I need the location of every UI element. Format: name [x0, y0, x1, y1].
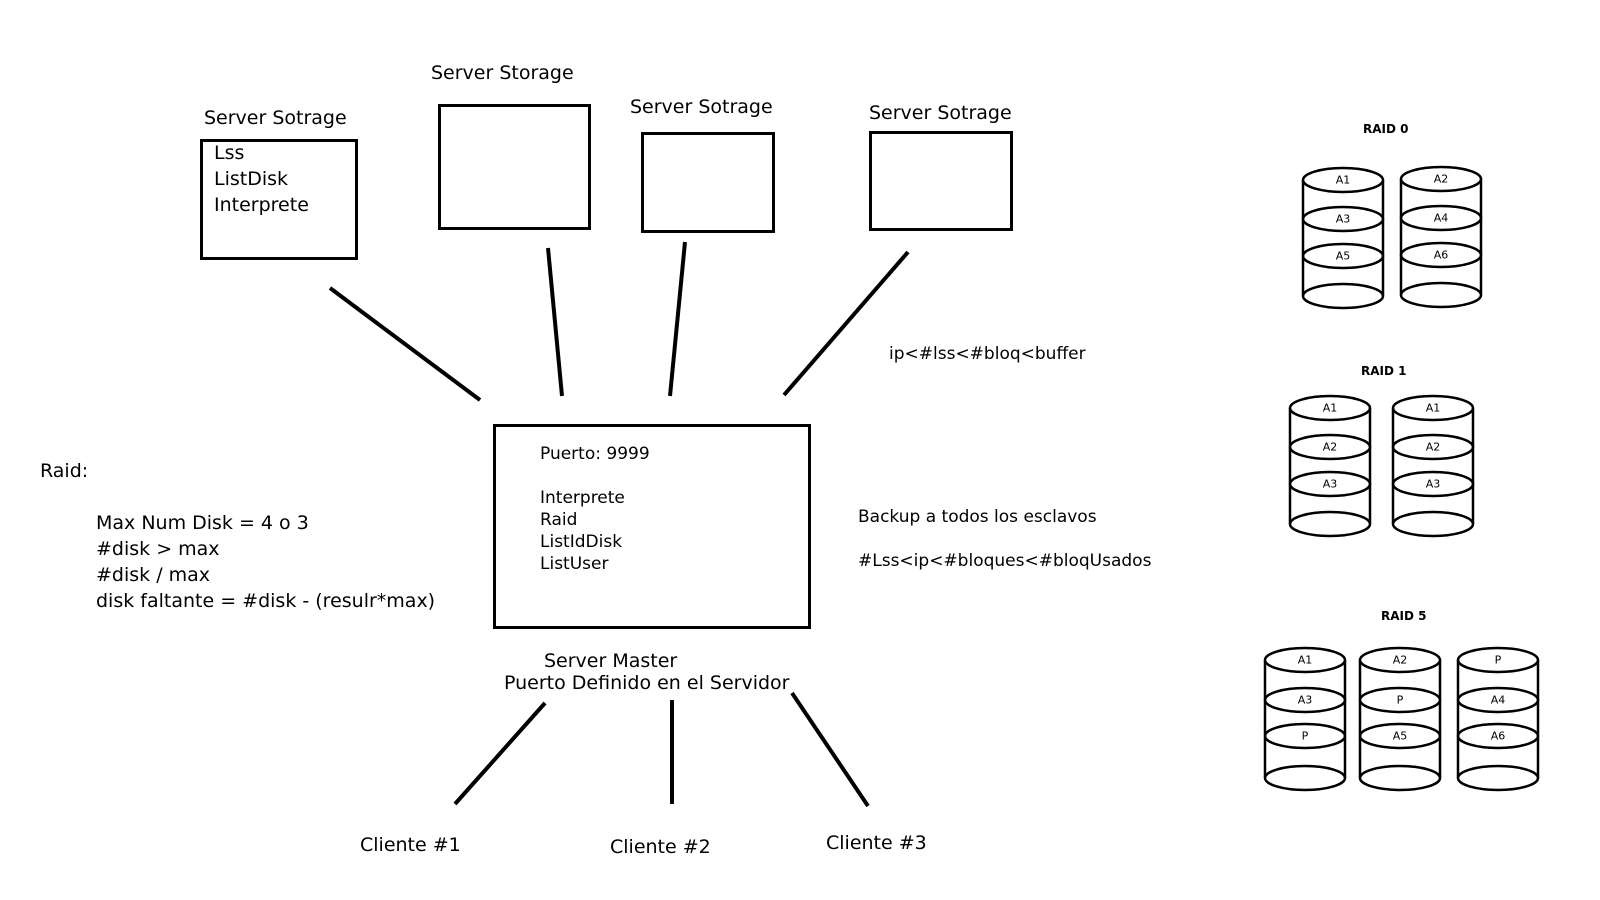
raid-note-line: disk faltante = #disk - (resulr*max) — [96, 590, 436, 612]
disk-cylinder — [1358, 646, 1442, 792]
disk-block-label: A3 — [1322, 477, 1338, 491]
disk-block-label: A2 — [1433, 172, 1449, 186]
link-storage-3 — [668, 241, 687, 397]
master-item: Interprete — [540, 488, 625, 508]
disk-block-label: A3 — [1297, 693, 1313, 707]
disk-block-label: P — [1301, 729, 1309, 743]
storage-server-4-title: Server Sotrage — [869, 102, 1012, 124]
link-storage-2 — [546, 247, 564, 397]
disk-block-label: A1 — [1335, 173, 1351, 187]
disk-cylinder — [1391, 394, 1475, 538]
raid-5-title: RAID 5 — [1381, 609, 1427, 623]
disk-cylinder — [1288, 394, 1372, 538]
storage-server-1-item: Lss — [214, 142, 245, 164]
disk-cylinder — [1301, 166, 1385, 310]
storage-server-2-box — [438, 104, 591, 230]
disk-block-label: A1 — [1297, 653, 1313, 667]
link-client-3 — [790, 691, 870, 808]
raid-0-title: RAID 0 — [1363, 122, 1409, 136]
storage-format-note: ip<#lss<#bloq<buffer — [889, 344, 1086, 364]
client-2-label: Cliente #2 — [610, 836, 711, 858]
disk-block-label: A1 — [1425, 401, 1441, 415]
storage-server-1-box: Lss ListDisk Interprete — [200, 139, 358, 260]
raid-note-line: #disk / max — [96, 564, 211, 586]
raid-note-line: #disk > max — [96, 538, 220, 560]
master-port: Puerto: 9999 — [540, 444, 650, 464]
raid-notes: Max Num Disk = 4 o 3 #disk > max #disk /… — [96, 510, 435, 614]
master-caption: Server Master — [544, 650, 678, 672]
link-client-1 — [453, 701, 547, 806]
disk-block-label: A3 — [1335, 212, 1351, 226]
disk-cylinder — [1399, 165, 1483, 309]
link-storage-4 — [782, 250, 910, 397]
disk-block-label: A3 — [1425, 477, 1441, 491]
master-item: Raid — [540, 510, 578, 530]
raid-1-title: RAID 1 — [1361, 364, 1407, 378]
disk-block-label: A1 — [1322, 401, 1338, 415]
raid-note-line: Max Num Disk = 4 o 3 — [96, 512, 309, 534]
link-storage-1 — [328, 286, 482, 402]
raid-notes-heading: Raid: — [40, 460, 89, 482]
master-item: ListUser — [540, 554, 609, 574]
disk-block-label: A5 — [1335, 249, 1351, 263]
storage-server-4-box — [869, 131, 1013, 231]
disk-block-label: A4 — [1490, 693, 1506, 707]
disk-block-label: A2 — [1425, 440, 1441, 454]
storage-server-1-item: ListDisk — [214, 168, 289, 190]
disk-block-label: P — [1396, 693, 1404, 707]
master-item: ListIdDisk — [540, 532, 623, 552]
storage-server-2-title: Server Storage — [431, 62, 574, 84]
disk-cylinder — [1263, 646, 1347, 792]
disk-block-label: A6 — [1490, 729, 1506, 743]
storage-server-3-title: Server Sotrage — [630, 96, 773, 118]
backup-note: Backup a todos los esclavos — [858, 507, 1097, 527]
disk-block-label: A5 — [1392, 729, 1408, 743]
storage-server-1-title: Server Sotrage — [204, 107, 347, 129]
disk-cylinder — [1456, 646, 1540, 792]
disk-block-label: A4 — [1433, 211, 1449, 225]
master-server-box: Puerto: 9999 Interprete Raid ListIdDisk … — [493, 424, 811, 629]
client-1-label: Cliente #1 — [360, 834, 461, 856]
storage-server-3-box — [641, 132, 775, 233]
disk-block-label: A2 — [1322, 440, 1338, 454]
disk-block-label: A6 — [1433, 248, 1449, 262]
disk-block-label: P — [1494, 653, 1502, 667]
disk-block-label: A2 — [1392, 653, 1408, 667]
lss-format-note: #Lss<ip<#bloques<#bloqUsados — [858, 551, 1152, 571]
storage-server-1-item: Interprete — [214, 194, 309, 216]
client-3-label: Cliente #3 — [826, 832, 927, 854]
master-caption-port: Puerto Definido en el Servidor — [504, 672, 790, 694]
